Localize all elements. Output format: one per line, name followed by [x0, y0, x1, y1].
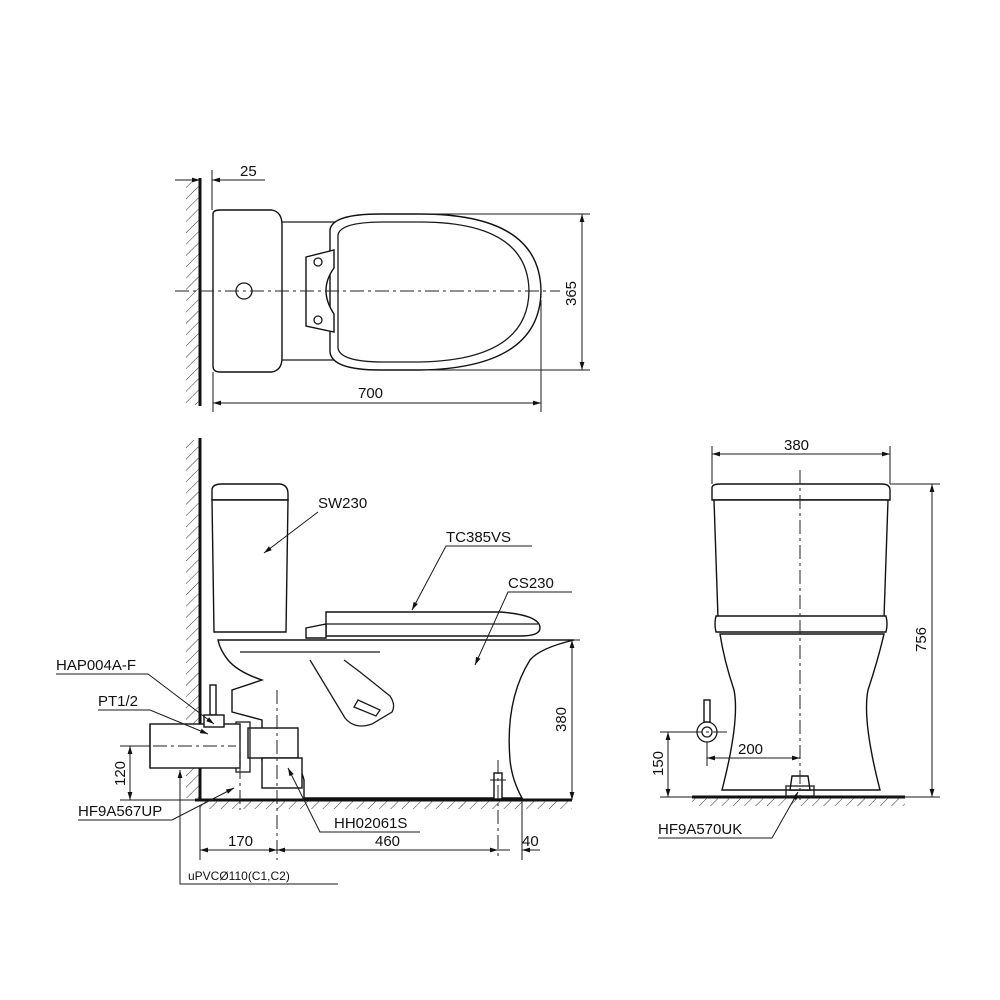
dim-pipe-height: 120	[112, 761, 129, 786]
side-outlet	[247, 727, 299, 759]
leader-trap	[287, 767, 420, 833]
front-floor-hatch	[692, 798, 905, 806]
leader-pipe	[177, 770, 338, 885]
front-valve-stem	[703, 699, 711, 723]
label-fixing: HF9A570UK	[658, 821, 742, 838]
label-thread: PT1/2	[98, 693, 138, 710]
top-tank-outline	[212, 209, 283, 373]
dim-width: 365	[563, 281, 580, 306]
side-floor-hatch	[200, 801, 572, 809]
dim-bolt-offset: 460	[375, 833, 400, 850]
label-pipe: uPVCØ110(C1,C2)	[188, 869, 290, 883]
front-tank	[713, 499, 889, 619]
dim-wall-offset: 25	[240, 163, 257, 180]
hinge-bolt-icon	[313, 257, 323, 267]
side-wall-hatch	[186, 440, 199, 798]
dim-front-width: 380	[784, 437, 809, 454]
dim-supply-offset: 200	[738, 741, 763, 758]
front-bowl	[719, 633, 885, 791]
front-seat	[714, 615, 888, 633]
dim-front-clearance: 40	[522, 833, 539, 850]
leader-flange	[78, 787, 235, 821]
label-seat: TC385VS	[446, 529, 511, 546]
side-valve-body	[203, 714, 225, 728]
leader-fixing	[658, 791, 799, 839]
top-seat-outer	[329, 213, 542, 371]
side-view: SW230 TC385VS CS230 HAP004A-F PT1/2 HF9A…	[56, 438, 580, 885]
leader-valve	[56, 673, 215, 725]
front-view: 380 756 150 200 HF9A570UK	[650, 437, 940, 839]
hinge-bolt-icon	[313, 315, 323, 325]
leader-tank	[263, 511, 319, 554]
side-trap-detail	[353, 699, 381, 717]
side-trapway	[309, 659, 395, 727]
side-tank-lid	[211, 483, 289, 501]
label-tank: SW230	[318, 495, 367, 512]
label-bowl: CS230	[508, 575, 554, 592]
dim-supply-height: 150	[650, 751, 667, 776]
leader-seat	[411, 545, 532, 611]
side-hinge	[305, 623, 327, 639]
dim-outlet-offset: 170	[228, 833, 253, 850]
leader-thread	[98, 709, 209, 735]
label-trap: HH02061S	[334, 815, 407, 832]
dim-length: 700	[358, 385, 383, 402]
side-valve-stem	[209, 684, 217, 716]
label-flange: HF9A567UP	[78, 803, 162, 820]
side-tank	[211, 499, 289, 633]
top-view: 25 365 700	[175, 163, 590, 412]
dim-front-height: 756	[913, 627, 930, 652]
leader-bowl	[474, 591, 572, 666]
front-tank-lid	[711, 483, 891, 501]
top-wall-hatch	[186, 180, 199, 405]
dim-bowl-height: 380	[553, 707, 570, 732]
label-valve: HAP004A-F	[56, 657, 136, 674]
side-bowl	[217, 639, 575, 799]
